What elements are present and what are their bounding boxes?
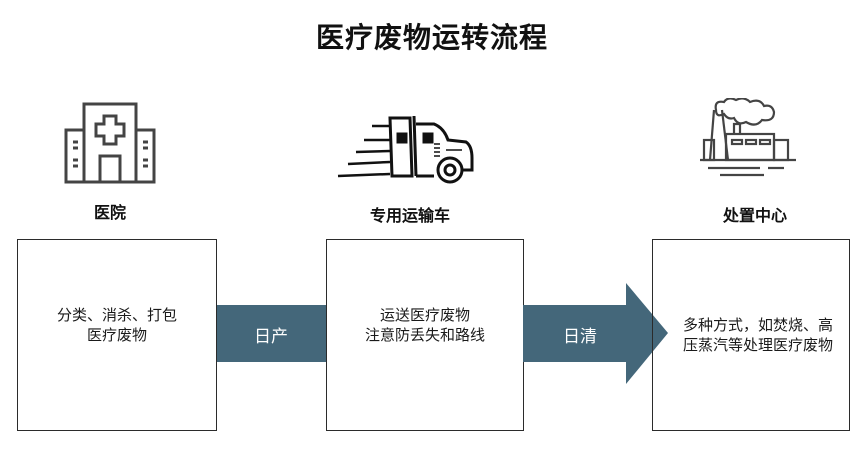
arrow-shape <box>523 283 668 384</box>
stage-label-truck: 专用运输车 <box>369 206 450 225</box>
stage-label-factory: 处置中心 <box>722 206 787 225</box>
stage-box-truck: 运送医疗废物 注意防丢失和路线 <box>326 239 524 431</box>
connector-band-1 <box>197 305 326 362</box>
connector-label-1: 日产 <box>254 327 288 347</box>
connector-arrow-2 <box>523 283 668 384</box>
connector-label-2: 日清 <box>563 327 597 347</box>
stage-text-hospital: 分类、消杀、打包 医疗废物 <box>56 306 177 344</box>
stage-box-factory: 多种方式，如焚烧、高压蒸汽等处理医疗废物 <box>652 239 850 431</box>
stage-text-truck: 运送医疗废物 注意防丢失和路线 <box>364 306 485 344</box>
factory-icon <box>700 98 800 188</box>
stage-box-factory-left-edge <box>652 239 653 431</box>
truck-icon <box>336 108 476 192</box>
stage-box-hospital: 分类、消杀、打包 医疗废物 <box>17 239 217 431</box>
hospital-icon <box>62 98 158 184</box>
diagram-title: 医疗废物运转流程 <box>315 21 548 54</box>
stage-text-factory: 多种方式，如焚烧、高压蒸汽等处理医疗废物 <box>683 316 834 354</box>
stage-label-hospital: 医院 <box>93 203 126 222</box>
